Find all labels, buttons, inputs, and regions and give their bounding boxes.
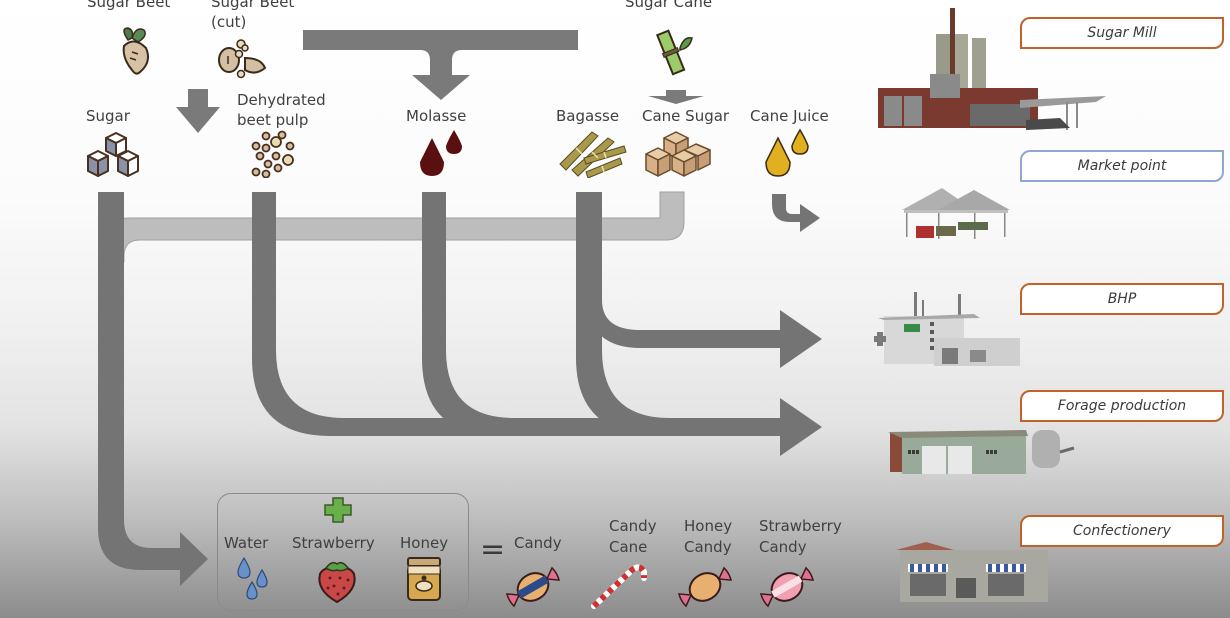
honey-candy-icon	[677, 566, 733, 608]
label-sugar-beet-cut-1: Sugar Beet	[211, 0, 295, 11]
label-beet-pulp-1: Dehydrated	[237, 91, 326, 109]
label-beet-pulp-2: beet pulp	[237, 111, 309, 129]
candy-cane-icon	[591, 564, 647, 609]
bhp-factory-building	[874, 292, 1020, 366]
arrow-molasse-to-forage	[422, 192, 520, 436]
sugar-beet-icon	[122, 27, 149, 75]
arrow-sugar-to-confectionery	[98, 192, 208, 586]
dest-bhp: BHP	[1020, 283, 1224, 315]
cane-juice-drops-icon	[765, 128, 809, 177]
water-drops-icon	[237, 556, 268, 600]
sugar-cubes-icon	[87, 132, 139, 177]
sugar-cane-icon	[655, 29, 693, 76]
label-cane-juice: Cane Juice	[750, 107, 829, 125]
label-strawberry: Strawberry	[292, 534, 375, 552]
dest-confectionery: Confectionery	[1020, 515, 1224, 547]
molasse-drops-icon	[420, 130, 462, 176]
arrow-cane-to-cane-sugar	[648, 90, 704, 104]
plus-icon	[324, 497, 352, 523]
label-molasse: Molasse	[406, 107, 467, 125]
label-sugar: Sugar	[86, 107, 130, 125]
bagasse-icon	[559, 131, 627, 178]
candy-icon	[505, 566, 561, 608]
strawberry-candy-icon	[759, 566, 815, 608]
label-strawberry-candy-1: Strawberry	[759, 517, 842, 535]
honey-jar-icon	[407, 557, 441, 601]
forage-production-building	[888, 430, 1075, 474]
equals-sign: =	[480, 532, 506, 567]
label-honey: Honey	[400, 534, 449, 552]
strawberry-icon	[318, 561, 356, 604]
label-honey-candy-2: Candy	[684, 538, 732, 556]
label-strawberry-candy-2: Candy	[759, 538, 807, 556]
confectionery-building	[896, 542, 1048, 602]
label-bagasse: Bagasse	[556, 107, 620, 125]
cane-sugar-icon	[645, 131, 711, 177]
label-honey-candy-1: Honey	[684, 517, 733, 535]
label-candy-cane-2: Cane	[609, 538, 648, 556]
dest-forage-production: Forage production	[1020, 390, 1224, 422]
label-sugar-beet-cut-2: (cut)	[211, 13, 247, 31]
recipe-box	[217, 493, 469, 611]
market-tent-building	[902, 188, 1010, 239]
label-cane-sugar: Cane Sugar	[642, 107, 730, 125]
dest-sugar-mill: Sugar Mill	[1020, 17, 1224, 49]
label-sugar-beet: Sugar Beet	[87, 0, 171, 11]
dest-market-point: Market point	[1020, 150, 1224, 182]
arrow-beet-pulp-to-forage	[252, 192, 822, 456]
label-candy-cane-1: Candy	[609, 517, 657, 535]
arrow-beet-to-sugar	[176, 89, 220, 133]
label-candy: Candy	[514, 534, 562, 552]
arrow-cane-juice-to-market	[772, 194, 820, 232]
label-water: Water	[224, 534, 269, 552]
arrow-merge-to-molasse	[303, 30, 578, 100]
arrow-bagasse-to-forage	[576, 192, 700, 436]
sugar-beet-cut-icon	[218, 39, 267, 79]
label-sugar-cane: Sugar Cane	[625, 0, 713, 11]
beet-pulp-icon	[251, 130, 295, 178]
sugar-mill-building	[878, 8, 1106, 130]
